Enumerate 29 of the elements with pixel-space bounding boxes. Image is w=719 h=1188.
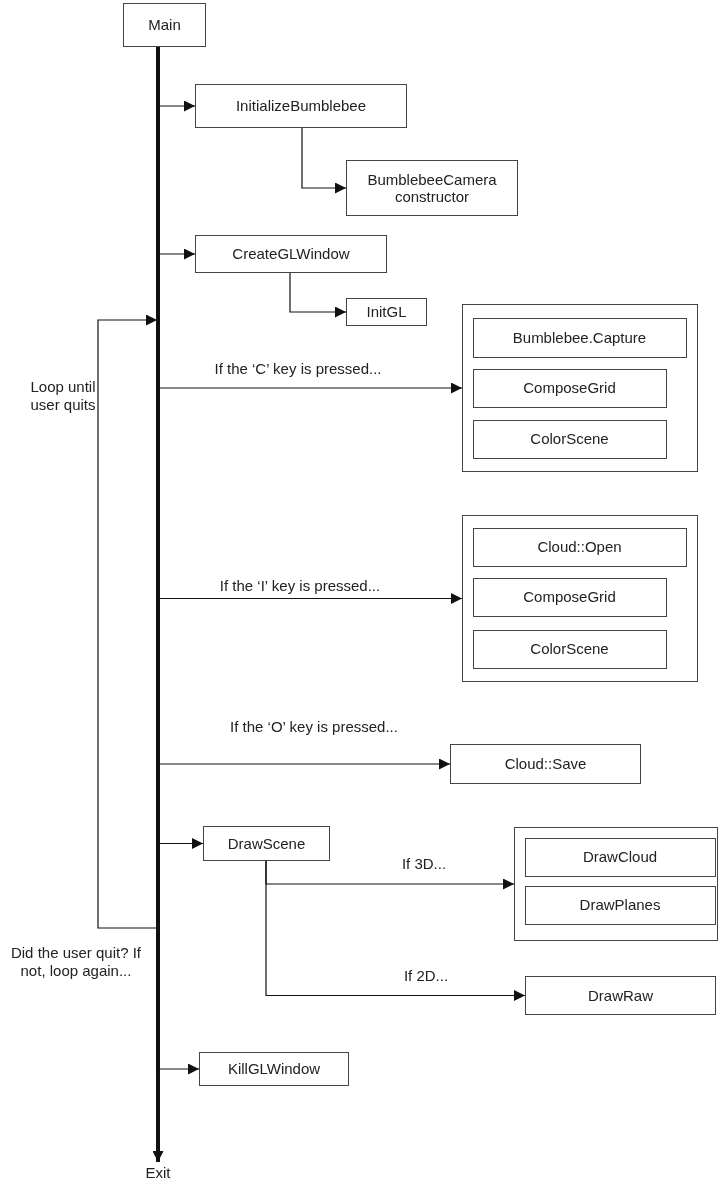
function-box: CreateGLWindow (195, 235, 387, 273)
function-box: Main (123, 3, 206, 47)
function-box: DrawCloud (524, 837, 716, 877)
function-box: InitGL (346, 298, 427, 326)
arrow (265, 860, 526, 1001)
function-box: DrawRaw (525, 976, 716, 1015)
function-box: BumblebeeCamera constructor (346, 160, 518, 216)
function-box: DrawScene (203, 826, 330, 861)
note-text: Loop until user quits (30, 378, 96, 414)
exit-label: Exit (140, 1162, 176, 1184)
function-box: ComposeGrid (472, 368, 667, 408)
group-box (462, 304, 698, 472)
arrow (152, 47, 164, 1162)
group-box (462, 515, 698, 682)
function-box: ColorScene (472, 629, 667, 669)
edge-label: If the ‘O’ key is pressed... (228, 718, 400, 735)
function-box: ComposeGrid (472, 577, 667, 617)
function-box: ColorScene (472, 419, 667, 459)
function-box: Bumblebee.Capture (472, 317, 687, 358)
function-box: KillGLWindow (199, 1052, 349, 1086)
function-box: InitializeBumblebee (195, 84, 407, 128)
note-text: Did the user quit? If not, loop again... (9, 944, 143, 980)
arrow (289, 272, 347, 318)
group-box (514, 827, 718, 941)
edge-label: If the ‘C’ key is pressed... (212, 360, 384, 377)
arrow (301, 127, 347, 194)
function-box: DrawPlanes (524, 885, 716, 925)
function-box: Cloud::Save (450, 744, 641, 784)
function-box: Cloud::Open (472, 527, 687, 567)
